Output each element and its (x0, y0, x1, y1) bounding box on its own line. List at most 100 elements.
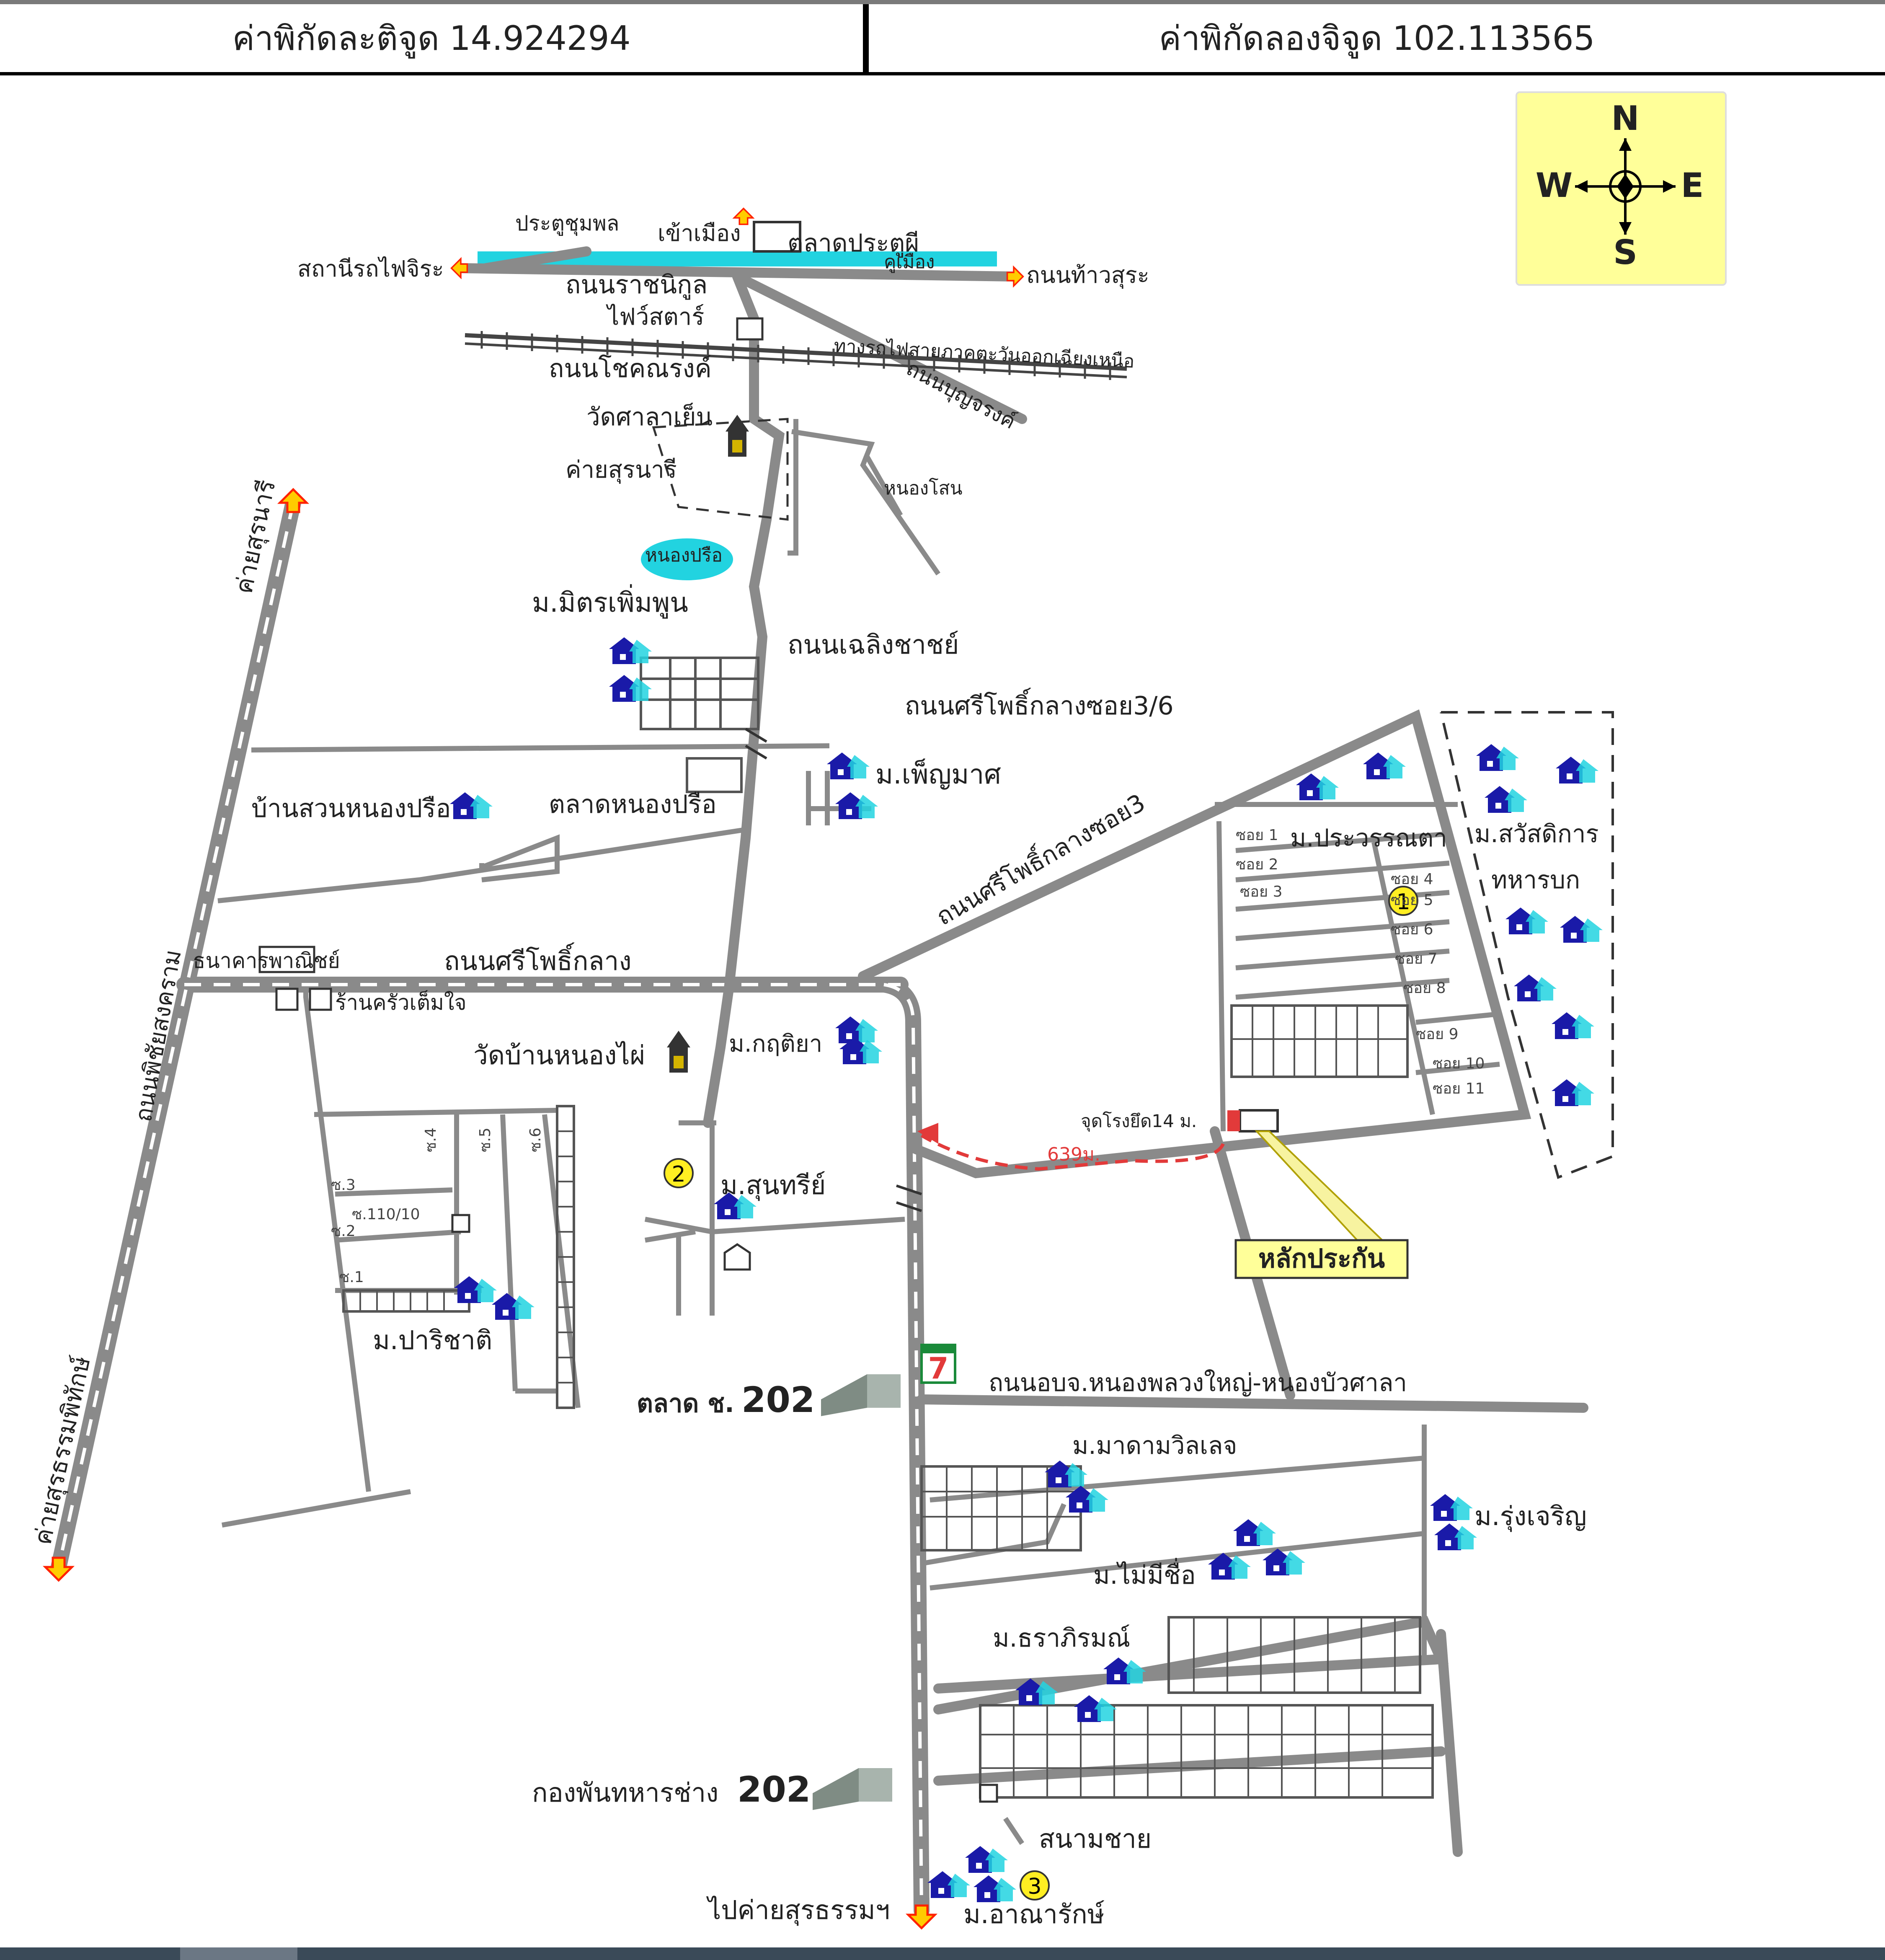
svg-text:ซอย 3: ซอย 3 (1240, 883, 1283, 900)
label-thanon-orbo: ถนนอบจ.หนองพลวงใหญ่-หนองบัวศาลา (989, 1368, 1407, 1397)
label-thanon-chainarong: ถนนโชคณรงค์ (549, 354, 712, 383)
label-ban-suan-nong-prue: บ้านสวนหนองปรือ (251, 794, 451, 823)
label-pratu-chumphon: ประตูชุมพล (515, 211, 619, 236)
compass-n: N (1611, 99, 1640, 138)
road-break-marks (745, 728, 922, 1212)
label-talat-nong-prue: ตลาดหนองปรือ (549, 790, 717, 819)
marker-1-label: 1 (1396, 889, 1410, 915)
svg-text:ซอย 4: ซอย 4 (1391, 871, 1433, 888)
label-mu-anarak: ม.อาณารักษ์ (963, 1899, 1105, 1929)
svg-text:ซ.3: ซ.3 (331, 1177, 356, 1194)
label-wat-sala-yen: วัดศาลาเย็น (586, 403, 713, 431)
label-mu-kritiya: ม.กฤติยา (729, 1030, 822, 1058)
svg-text:ซ.2: ซ.2 (331, 1223, 356, 1240)
marker-2 (664, 1158, 694, 1188)
label-sathani-rotfai: สถานีรถไฟจิระ (297, 256, 444, 282)
label-mu-madam: ม.มาดามวิลเลจ (1072, 1431, 1237, 1460)
strip-segment (180, 1947, 297, 1960)
label-si-mueang: คูเมือง (884, 251, 935, 273)
marker-1 (1388, 886, 1418, 916)
label-mu-parichat: ม.ปาริชาติ (373, 1325, 492, 1355)
label-mu-sunthari: ม.สุนทรีย์ (720, 1170, 826, 1201)
latitude-value: 14.924294 (449, 18, 631, 58)
wat-ban-nong-phai-icon (667, 1031, 690, 1073)
label-talat-202: ตลาด ช. (637, 1389, 734, 1418)
label-wat-ban-nong-phai: วัดบ้านหนองไผ่ (473, 1040, 645, 1071)
label-fai-sathan: ไฟว์สตาร์ (606, 303, 704, 331)
arrow-east-thao-surat (1006, 266, 1024, 287)
label-thanon-choeng-chai: ถนนเฉลิงชาชย์ (788, 629, 959, 660)
label-lak-prakan: หลักประกัน (1258, 1243, 1385, 1274)
label-mu-phen-mat: ม.เพ็ญมาศ (875, 759, 1001, 790)
seven-eleven-label: 7 (928, 1351, 949, 1386)
railway-line (465, 331, 1127, 380)
label-mu-prasitchan: ม.ประวรรณตา (1290, 824, 1447, 852)
target-marker (1227, 1110, 1240, 1131)
major-roads (51, 495, 930, 1919)
small-icons (275, 988, 998, 1803)
label-mu-tharaphirom: ม.ธราภิรมณ์ (993, 1624, 1130, 1653)
marker-3 (1020, 1870, 1050, 1901)
coordinate-bar: ค่าพิกัดละติจูด 14.924294 ค่าพิกัดลองจิจ… (0, 0, 1885, 75)
label-kong-phan-num: 202 (737, 1769, 811, 1810)
map-labels: N S W E ประตูชุมพล เข้าเมือง ตลาดประตูผี… (28, 99, 1704, 1929)
lak-prakan-box (1234, 1239, 1409, 1279)
svg-text:ซอย 1: ซอย 1 (1236, 827, 1278, 844)
arrow-south (908, 1906, 935, 1928)
label-thanon-si-pho-klang: ถนนศรีโพธิ์กลาง (444, 942, 632, 976)
label-thahan-bok: ทหารบก (1491, 866, 1580, 894)
label-khao-mueang: เข้าเมือง (658, 220, 741, 246)
label-mu-mai-mi-chue: ม.ไม่มีชื่อ (1093, 1558, 1196, 1590)
camp-boundary (1440, 711, 1614, 1179)
soi-labels-right: ซอย 1 ซอย 2 ซอย 3 ซอย 4 ซอย 5 ซอย 6 ซอย … (1236, 827, 1485, 1097)
route-path (920, 1134, 1225, 1171)
callout-pointer (1255, 1130, 1384, 1241)
svg-text:ซอย 7: ซอย 7 (1395, 950, 1438, 967)
compass-s: S (1613, 233, 1637, 272)
compass-rose (1516, 91, 1727, 286)
soi-labels-left: ซ.3 ซ.110/10 ซ.2 ซ.1 ซ.4 ซ.5 ซ.6 (331, 1127, 544, 1286)
label-mu-mit-phoem-phun: ม.มิตรเพิ่มพูน (532, 584, 688, 619)
svg-text:ซอย 11: ซอย 11 (1433, 1080, 1485, 1097)
label-jut-yut: จุดโรงยึด14 ม. (1081, 1111, 1197, 1132)
label-thanon-si-pho-soi36: ถนนศรีโพธิ์กลางซอย3/6 (905, 688, 1174, 721)
compass-e: E (1681, 166, 1704, 205)
label-khai-suranari: ค่ายสุรนารี (566, 456, 677, 484)
label-kong-phan: กองพันทหารช่าง (532, 1777, 718, 1808)
label-thanon-thao-surat: ถนนท้าวสุระ (1026, 262, 1149, 289)
label-talat-pratu-phi: ตลาดประตูผี (788, 229, 919, 258)
market-building (753, 221, 801, 253)
svg-text:ซ.6: ซ.6 (527, 1127, 544, 1152)
label-mu-rung-charoen: ม.รุ่งเจริญ (1474, 1501, 1587, 1532)
latitude-label: ค่าพิกัดละติจูด (232, 18, 439, 58)
talat-202-warehouse-icon (821, 1374, 901, 1416)
longitude-value: 102.113565 (1392, 18, 1595, 58)
seven-eleven-icon: 7 (920, 1344, 956, 1386)
label-nong-prue: หนองปรือ (645, 545, 723, 566)
svg-text:ซอย 9: ซอย 9 (1416, 1026, 1459, 1043)
window-bottom-strip (0, 1947, 1885, 1960)
svg-text:ซอย 8: ซอย 8 (1403, 980, 1446, 997)
label-nong-sano: หนองโสน (884, 478, 963, 499)
bank-building (258, 946, 315, 973)
svg-text:ซ.4: ซ.4 (422, 1127, 439, 1152)
grid-hatching (359, 1006, 1433, 1797)
marker-3-label: 3 (1028, 1874, 1041, 1899)
marker-2-label: 2 (671, 1162, 685, 1187)
longitude-label: ค่าพิกัดลองจิจูด (1159, 18, 1382, 58)
label-pai-khai: ไปค่ายสุรธรรมฯ (706, 1895, 890, 1926)
five-star-building (736, 317, 764, 341)
label-dist: 639ม. (1047, 1144, 1100, 1165)
khai-suranari-boundary (652, 418, 789, 521)
longitude-cell: ค่าพิกัดลองจิจูด 102.113565 (869, 4, 1885, 72)
kong-phan-warehouse-icon (813, 1768, 892, 1810)
label-mu-sawatdikan: ม.สวัสดิการ (1474, 820, 1599, 848)
svg-text:ซ.5: ซ.5 (477, 1127, 494, 1152)
nong-prue-pond (641, 538, 733, 580)
numbered-markers: 1 2 3 (664, 886, 1418, 1901)
latitude-cell: ค่าพิกัดละติจูด 14.924294 (0, 4, 869, 72)
label-thanakhan-phanit: ธนาคารพาณิชย์ (193, 949, 340, 973)
svg-text:ซ.110/10: ซ.110/10 (352, 1206, 420, 1223)
svg-text:ซอย 10: ซอย 10 (1433, 1055, 1485, 1072)
